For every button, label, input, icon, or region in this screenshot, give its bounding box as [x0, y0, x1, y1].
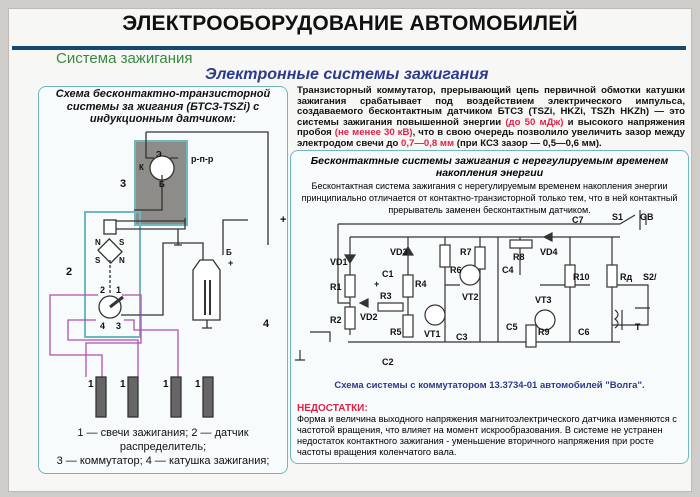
ignition-coil — [192, 259, 221, 321]
right-panel-title: Бесконтактные системы зажигания с нерегу… — [310, 155, 669, 179]
label-r4: R4 — [415, 279, 427, 289]
subtitle: Электронные системы зажигания — [205, 66, 489, 83]
label-r2: R2 — [330, 315, 342, 325]
label-s2: S2/ — [643, 272, 657, 282]
intro-text: Транзисторный коммутатор, прерывающий це… — [297, 85, 685, 128]
label-vd3: VD3 — [390, 247, 408, 257]
label-r7: R7 — [460, 247, 472, 257]
label-r9: R9 — [538, 327, 550, 337]
label-r3: R3 — [380, 291, 392, 301]
intro-text: и высокого напряжения пробоя — [297, 116, 685, 139]
label-plug: 1 — [120, 379, 126, 390]
voltage-highlight: (не менее 30 кВ) — [334, 127, 413, 139]
label-vd1: VD1 — [330, 257, 348, 267]
label-plus: + — [280, 214, 286, 226]
legend-line: 1 — свечи зажигания; 2 — датчик распреде… — [77, 427, 249, 453]
label-c4: C4 — [502, 265, 514, 275]
vt1-symbol — [424, 304, 446, 326]
label-vd2: VD2 — [360, 312, 378, 322]
label-emitter: Э — [156, 150, 162, 159]
label-r5: R5 — [390, 327, 402, 337]
label-plug: 1 — [195, 379, 201, 390]
right-panel-text: Бесконтактная система зажигания с нерегу… — [301, 181, 678, 215]
label-n2: N — [119, 256, 125, 265]
label-t: T — [635, 322, 641, 332]
vt2-symbol — [459, 264, 481, 286]
label-c3: C3 — [456, 332, 468, 342]
drawbacks-title: НЕДОСТАТКИ: — [297, 403, 368, 414]
label-transistor-type: р-п-р — [191, 154, 214, 164]
label-c1: C1 — [382, 269, 394, 279]
legend-line: 3 — коммутатор; 4 — катушка зажигания; — [56, 455, 270, 467]
label-r1: R1 — [330, 282, 342, 292]
label-vt2: VT2 — [462, 292, 479, 302]
diagram-caption: Схема системы с коммутатором 13.3734-01 … — [334, 380, 645, 391]
label-s2: S — [95, 256, 101, 265]
label-c6: C6 — [578, 327, 590, 337]
left-legend: 1 — свечи зажигания; 2 — датчик распреде… — [40, 426, 286, 468]
label-c2: C2 — [382, 357, 394, 367]
right-panel — [290, 150, 689, 464]
page-title: ЭЛЕКТРООБОРУДОВАНИЕ АВТОМОБИЛЕЙ — [122, 12, 578, 35]
label-r8: R8 — [513, 252, 525, 262]
label-coil-plus: + — [228, 258, 233, 268]
label-r6: R6 — [450, 265, 462, 275]
label-s1: S1 — [612, 212, 623, 222]
label-gb: GB — [640, 212, 654, 222]
label-vt3: VT3 — [535, 295, 552, 305]
energy-highlight: (до 50 мДж) — [505, 116, 564, 128]
pulse-coil — [295, 331, 331, 361]
label-c7: C7 — [572, 215, 584, 225]
label-coil: 4 — [263, 318, 270, 330]
title-divider — [12, 46, 686, 50]
label-r10: R10 — [573, 272, 590, 282]
label-d1: 1 — [116, 285, 121, 295]
intro-paragraph: Транзисторный коммутатор, прерывающий це… — [297, 85, 685, 150]
intro-text: (при КСЗ зазор — 0,5—0,6 мм). — [454, 137, 602, 149]
label-vd4: VD4 — [540, 247, 558, 257]
label-vt1: VT1 — [424, 329, 441, 339]
label-plus: + — [374, 279, 379, 289]
label-plug: 1 — [163, 379, 169, 390]
section-title: Система зажигания — [56, 50, 193, 67]
label-d3: 3 — [116, 321, 121, 331]
label-d4: 4 — [100, 321, 105, 331]
label-plug: 1 — [88, 379, 94, 390]
label-coil-b: Б — [226, 248, 232, 257]
label-base: Б — [159, 180, 165, 189]
label-d2: 2 — [100, 285, 105, 295]
commutator-block — [134, 140, 188, 226]
vt3-symbol — [534, 309, 556, 331]
label-commutator: 3 — [120, 178, 126, 190]
drawbacks-text: Форма и величина выходного напряжения ма… — [297, 414, 677, 457]
intro-text: , что в свою очередь позволило увеличить… — [297, 127, 685, 149]
label-rd: Rд — [620, 272, 632, 282]
label-c5: C5 — [506, 322, 518, 332]
commutator-circuit-diagram: VD1 R1 R2 VD2 C1 R3 VD3 R4 R5 VT1 R6 C3 … — [295, 210, 657, 367]
sensor-block — [84, 211, 141, 338]
label-s1: S — [119, 238, 125, 247]
label-collector: К — [139, 163, 144, 172]
ignition-wiring-diagram: Э К Б р-п-р 3 2 4 + Б + N S S N 1 2 3 4 … — [49, 131, 286, 418]
left-panel-title: Схема бесконтактно-транзисторной системы… — [55, 88, 271, 125]
gap-highlight: 0,7—0,8 мм — [401, 137, 455, 149]
label-n1: N — [95, 238, 101, 247]
label-sensor: 2 — [66, 266, 72, 278]
